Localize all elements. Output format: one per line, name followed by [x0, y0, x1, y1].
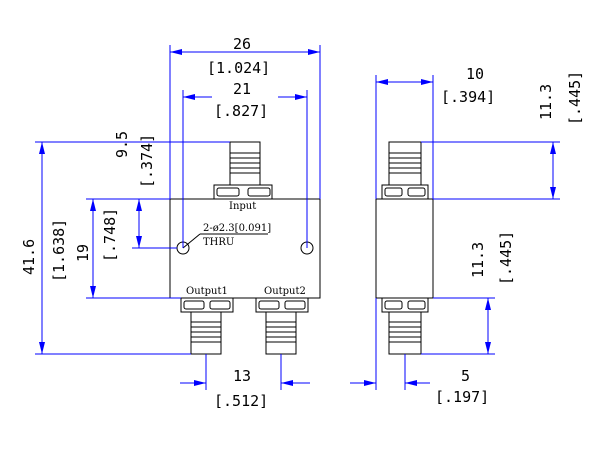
dim-connector-bottom-mm: 11.3	[469, 242, 487, 278]
front-body	[169, 198, 321, 299]
side-top-connector	[381, 141, 429, 200]
input-label: Input	[229, 201, 256, 212]
dim-total-height: 41.6 [1.638]	[20, 141, 230, 355]
side-view: 10 [.394] 11.3 [.445] 11.3 [.445]	[350, 65, 584, 406]
dim-hole-spacing: 21 [.827]	[182, 80, 308, 248]
dim-total-height-in: [1.638]	[50, 219, 68, 282]
dim-output-spacing: 13 [.512]	[180, 354, 310, 410]
dim-hole-spacing-in: [.827]	[214, 102, 268, 120]
dim-input-offset-mm: 9.5	[113, 131, 131, 158]
dim-input-offset-in: [.374]	[138, 134, 156, 188]
dim-width: 26 [1.024]	[169, 35, 321, 199]
dim-output-spacing-in: [.512]	[214, 392, 268, 410]
dim-depth: 10 [.394]	[375, 65, 495, 199]
dim-output-spacing-mm: 13	[233, 367, 251, 385]
dim-body-height-mm: 19	[74, 244, 92, 262]
dim-input-offset: 9.5 [.374]	[113, 131, 177, 249]
output1-label: Output1	[186, 286, 228, 297]
dim-depth-in: [.394]	[441, 88, 495, 106]
dim-total-height-mm: 41.6	[20, 239, 38, 275]
dim-connector-top: 11.3 [.445]	[421, 71, 584, 200]
dim-connector-bottom: 11.3 [.445]	[421, 231, 515, 355]
dim-edge-offset-in: [.197]	[435, 388, 489, 406]
dim-body-height: 19 [.748]	[74, 198, 181, 299]
front-view: Input 2-ø2.3[0.091] THRU Output1 Output2…	[20, 35, 321, 410]
side-bottom-connector	[381, 297, 429, 355]
dim-width-in: [1.024]	[207, 59, 270, 77]
dim-connector-bottom-in: [.445]	[497, 231, 515, 285]
hole-note-line2: THRU	[203, 237, 234, 248]
output2-connector	[255, 297, 309, 355]
dim-width-mm: 26	[233, 35, 251, 53]
output1-connector	[180, 297, 234, 355]
dim-edge-offset-mm: 5	[461, 367, 470, 385]
dim-connector-top-in: [.445]	[566, 71, 584, 125]
dim-depth-mm: 10	[466, 65, 484, 83]
dim-body-height-in: [.748]	[101, 208, 119, 262]
side-body	[375, 198, 434, 299]
output2-label: Output2	[264, 286, 306, 297]
dim-edge-offset: 5 [.197]	[350, 298, 489, 406]
dim-connector-top-mm: 11.3	[537, 84, 555, 120]
input-connector	[213, 141, 273, 200]
hole-note-line1: 2-ø2.3[0.091]	[203, 223, 271, 234]
dim-hole-spacing-mm: 21	[233, 80, 251, 98]
